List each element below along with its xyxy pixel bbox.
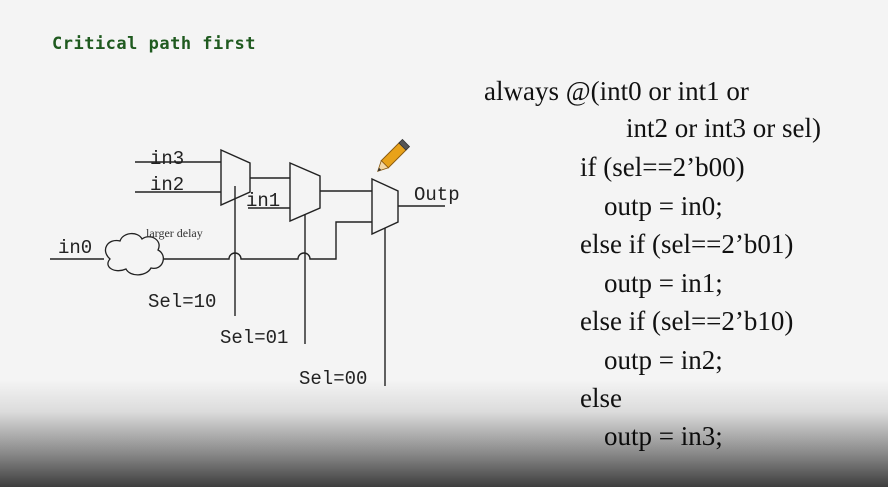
label-sel10: Sel=10: [148, 291, 216, 313]
label-larger-delay: larger delay: [146, 226, 203, 240]
code-line-1: always @(int0 or int1 or: [484, 76, 749, 106]
code-line-5: else if (sel==2’b01): [580, 229, 794, 259]
code-line-3: if (sel==2’b00): [580, 152, 745, 182]
mux-2: [289, 161, 321, 223]
delay-cloud-icon: [104, 232, 164, 276]
label-in0: in0: [58, 237, 92, 259]
pencil-icon: [377, 138, 411, 172]
slide-title: Critical path first: [52, 34, 256, 54]
label-outp: Outp: [414, 184, 460, 206]
label-in3: in3: [150, 148, 184, 170]
label-sel01: Sel=01: [220, 327, 288, 349]
label-in1: in1: [246, 190, 280, 212]
label-in2: in2: [150, 174, 184, 196]
code-line-2: int2 or int3 or sel): [626, 113, 821, 143]
code-line-4: outp = in0;: [604, 191, 723, 221]
code-line-10: outp = in3;: [604, 421, 723, 451]
mux-3: [371, 177, 399, 236]
code-line-7: else if (sel==2’b10): [580, 306, 794, 336]
code-line-6: outp = in1;: [604, 268, 723, 298]
code-line-8: outp = in2;: [604, 345, 723, 375]
label-sel00: Sel=00: [299, 368, 367, 390]
code-line-9: else: [580, 383, 622, 413]
mux-1: [220, 148, 251, 207]
wire-in0-to-mux3: [163, 221, 372, 260]
